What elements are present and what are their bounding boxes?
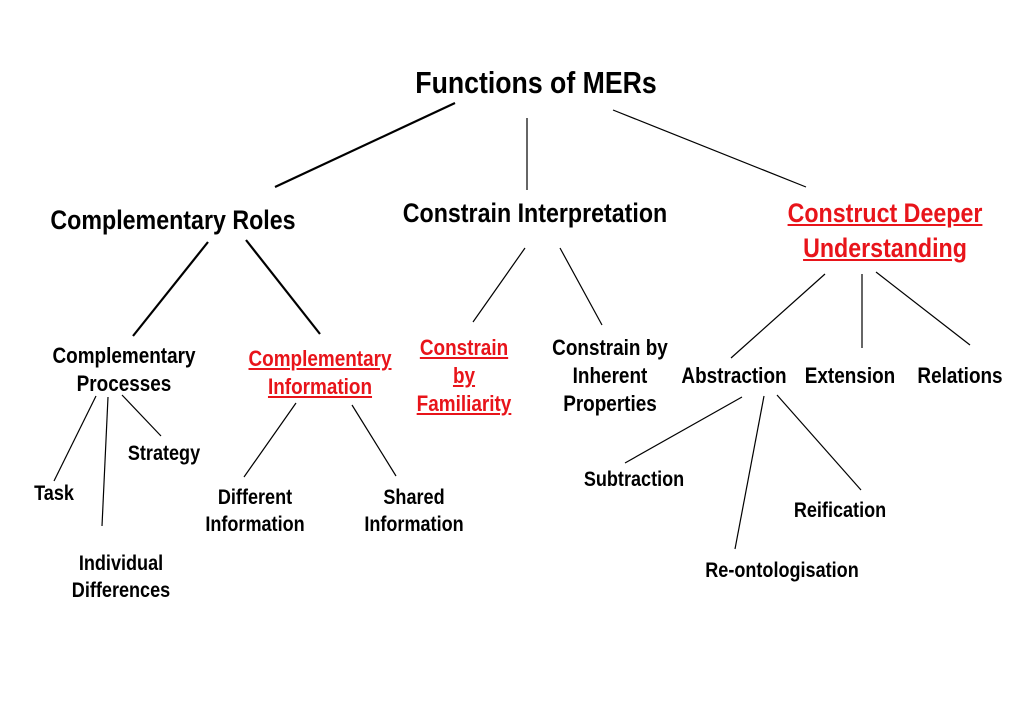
node-re-ontologisation: Re-ontologisation xyxy=(687,558,876,585)
node-individual-differences: Individual Differences xyxy=(57,551,186,605)
node-abstraction: Abstraction xyxy=(678,362,790,390)
node-text: Re-ontologisation xyxy=(705,559,859,582)
node-text: Familiarity xyxy=(416,391,512,417)
node-text: Processes xyxy=(76,371,172,397)
edge-interpretation-inherent xyxy=(559,247,603,326)
node-shared-information: Shared Information xyxy=(350,485,479,539)
edge-root-construct-deeper xyxy=(612,109,807,188)
node-text: Extension xyxy=(804,363,896,388)
node-complementary-information: Complementary Information xyxy=(234,345,406,401)
node-construct-deeper-understanding: Construct Deeper Understanding xyxy=(782,196,988,265)
node-text: Constrain by xyxy=(552,335,668,360)
node-subtraction: Subtraction xyxy=(570,467,699,494)
node-functions-of-mers: Functions of MERs xyxy=(403,63,670,103)
edge-information-different xyxy=(243,402,297,478)
node-text: Task xyxy=(34,482,74,505)
edge-information-shared xyxy=(351,404,397,477)
node-relations: Relations xyxy=(913,362,1008,390)
edge-abstraction-reification xyxy=(776,394,862,491)
node-complementary-processes: Complementary Processes xyxy=(38,342,210,398)
node-constrain-by-inherent-properties: Constrain by Inherent Properties xyxy=(541,334,679,418)
node-text: Inherent xyxy=(572,363,648,389)
node-constrain-interpretation: Constrain Interpretation xyxy=(397,196,672,231)
edge-deeper-relations xyxy=(875,271,971,346)
node-text: Properties xyxy=(563,391,657,417)
node-text: Understanding xyxy=(803,232,967,263)
node-task: Task xyxy=(20,481,89,508)
node-text: Functions of MERs xyxy=(415,65,657,100)
node-different-information: Different Information xyxy=(191,485,320,539)
edge-deeper-abstraction xyxy=(730,273,826,359)
node-text: Relations xyxy=(917,363,1003,388)
node-text: Construct Deeper xyxy=(787,198,983,228)
node-text: Information xyxy=(267,374,373,400)
node-text: by xyxy=(452,363,476,389)
node-text: Information xyxy=(205,512,305,536)
node-text: Differences xyxy=(71,578,171,602)
node-extension: Extension xyxy=(803,362,898,390)
edge-processes-individual xyxy=(101,396,109,527)
node-text: Subtraction xyxy=(583,468,685,491)
node-text: Individual xyxy=(78,552,164,575)
node-complementary-roles: Complementary Roles xyxy=(40,203,307,238)
edge-abstraction-subtraction xyxy=(624,396,743,464)
edge-root-complementary-roles xyxy=(274,102,456,188)
node-text: Different xyxy=(217,486,293,509)
edge-roles-processes xyxy=(132,241,209,337)
node-strategy: Strategy xyxy=(112,441,215,468)
node-text: Complementary xyxy=(52,343,196,368)
edge-interpretation-familiarity xyxy=(472,247,526,323)
node-reification: Reification xyxy=(780,498,900,525)
node-text: Constrain xyxy=(419,335,509,360)
node-constrain-by-familiarity: Constrain by Familiarity xyxy=(412,334,515,418)
node-text: Shared xyxy=(383,486,445,509)
node-text: Complementary Roles xyxy=(50,205,296,235)
node-text: Reification xyxy=(793,499,887,522)
edge-processes-task xyxy=(53,395,97,482)
node-text: Constrain Interpretation xyxy=(402,198,668,228)
edge-roles-information xyxy=(245,239,321,335)
node-text: Information xyxy=(364,512,464,536)
node-text: Abstraction xyxy=(681,363,787,388)
edge-processes-strategy xyxy=(121,394,162,437)
edge-abstraction-reontologisation xyxy=(734,395,765,550)
node-text: Complementary xyxy=(248,346,392,371)
node-text: Strategy xyxy=(127,442,201,465)
